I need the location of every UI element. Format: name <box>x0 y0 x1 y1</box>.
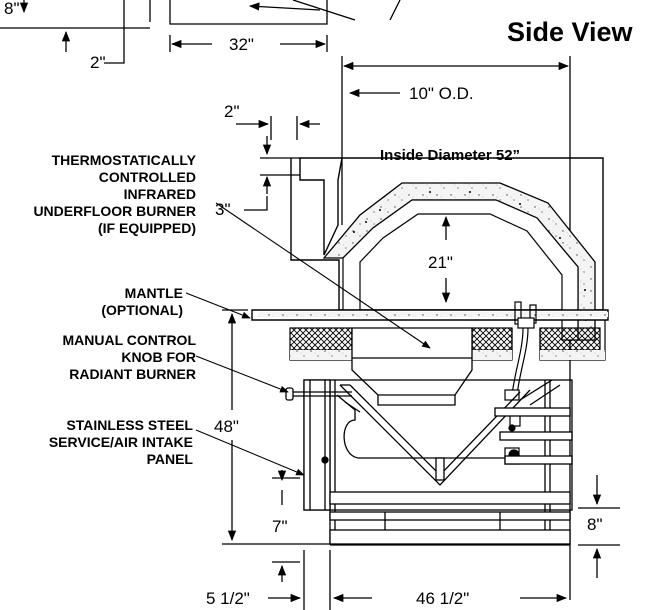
overall-height-dimension-lines <box>222 309 330 545</box>
bottom-width-dimension-lines <box>268 550 568 610</box>
knob-callout: MANUAL CONTROL KNOB FOR RADIANT BURNER <box>62 332 196 382</box>
panel-callout: STAINLESS STEEL SERVICE/AIR INTAKE PANEL <box>49 417 194 467</box>
right-height-label: 8" <box>587 515 603 534</box>
dome-height-label: 21" <box>428 253 453 272</box>
mantle-callout-line-1: MANTLE <box>125 285 183 301</box>
burner-callout-line-4: UNDERFLOOR BURNER <box>33 203 196 219</box>
burner-callout: THERMOSTATICALLY CONTROLLED INFRARED UND… <box>33 152 196 236</box>
mantle-callout-line-2: (OPTIONAL) <box>101 302 183 318</box>
burner-callout-line-2: CONTROLLED <box>99 169 196 185</box>
knob-callout-line-2: KNOB FOR <box>121 349 196 365</box>
flue-wall-label: 2" <box>224 102 240 121</box>
mantle-callout: MANTLE (OPTIONAL) <box>101 285 183 318</box>
base-height-dimension-lines <box>272 470 300 582</box>
panel-callout-line-1: STAINLESS STEEL <box>66 417 193 433</box>
overall-height-label: 48" <box>214 417 239 436</box>
top-width-dimension: 32" <box>229 35 254 54</box>
flue-od-label: 10" O.D. <box>409 84 474 103</box>
burner-callout-line-1: THERMOSTATICALLY <box>52 152 197 168</box>
burner-callout-line-5: (IF EQUIPPED) <box>98 220 196 236</box>
base-height-label: 7" <box>272 517 288 536</box>
right-height-dimension-lines <box>578 475 620 578</box>
knob-callout-line-1: MANUAL CONTROL <box>62 332 196 348</box>
burner-assembly <box>351 327 473 406</box>
base-offset-label: 5 1/2" <box>206 589 250 608</box>
base-width-label: 46 1/2" <box>416 589 469 608</box>
top-left-dimension: 8" <box>4 0 20 18</box>
callout-leaders <box>185 202 431 476</box>
inside-diameter-label: Inside Diameter 52” <box>380 147 520 164</box>
top-two-dimension: 2" <box>90 53 106 72</box>
flue-wall-dimension-lines <box>236 116 320 211</box>
gas-valve-assembly <box>504 301 537 465</box>
diagram-title: Side View <box>507 17 634 47</box>
panel-callout-line-3: PANEL <box>147 451 194 467</box>
flue-offset-label: 3" <box>215 200 231 219</box>
hearth-floor <box>251 309 609 361</box>
stand-frame <box>303 379 573 546</box>
knob-callout-line-3: RADIANT BURNER <box>69 366 196 382</box>
burner-callout-line-3: INFRARED <box>124 186 196 202</box>
manual-control-knob <box>285 387 352 401</box>
panel-callout-line-2: SERVICE/AIR INTAKE <box>49 434 193 450</box>
top-partial-view <box>0 0 401 64</box>
